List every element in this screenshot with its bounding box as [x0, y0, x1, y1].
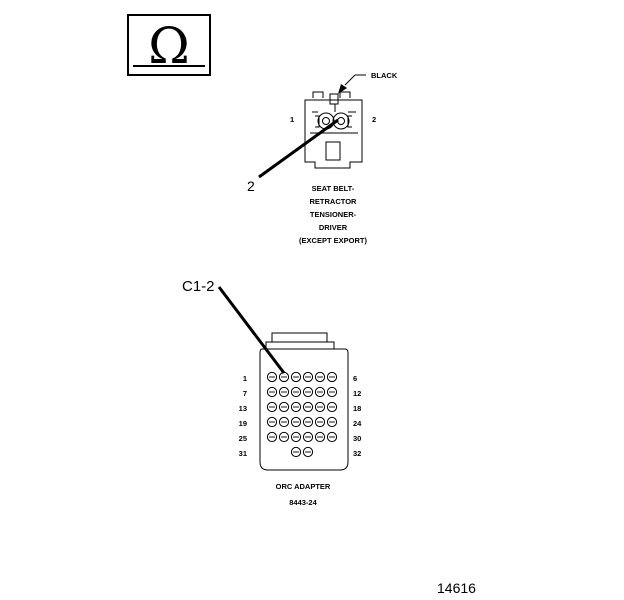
- row-label-left: 19: [239, 419, 247, 428]
- adapter-pin: [326, 386, 338, 398]
- adapter-pin: [290, 416, 302, 428]
- adapter-pin: [290, 386, 302, 398]
- adapter-pin: [290, 401, 302, 413]
- figure-number: 14616: [437, 580, 476, 596]
- row-label-right: 6: [353, 374, 357, 383]
- adapter-pin: [290, 431, 302, 443]
- tensioner-caption-line-3: TENSIONER-: [310, 210, 357, 219]
- adapter-pin: [290, 446, 302, 458]
- adapter-pin: [326, 431, 338, 443]
- tensioner-pin-right-label: 2: [372, 115, 376, 124]
- tensioner-caption-line-5: (EXCEPT EXPORT): [299, 236, 367, 245]
- orc-adapter-pin-grid: [266, 371, 338, 458]
- row-label-left: 25: [239, 434, 247, 443]
- adapter-row-labels-left: 1 7 13 19 25 31: [239, 374, 247, 458]
- row-label-left: 7: [243, 389, 247, 398]
- row-label-right: 32: [353, 449, 361, 458]
- row-label-left: 13: [239, 404, 247, 413]
- adapter-pin: [326, 401, 338, 413]
- row-label-right: 30: [353, 434, 361, 443]
- adapter-pin: [278, 416, 290, 428]
- tensioner-probe-line: [258, 118, 339, 179]
- row-label-left: 31: [239, 449, 247, 458]
- row-label-right: 12: [353, 389, 361, 398]
- adapter-probe-label: C1-2: [182, 278, 215, 295]
- adapter-caption-line-2: 8443-24: [289, 498, 317, 507]
- adapter-row-labels-right: 6 12 18 24 30 32: [353, 374, 362, 458]
- tensioner-pin-left-label: 1: [290, 115, 294, 124]
- adapter-pin: [314, 416, 326, 428]
- adapter-pin: [314, 371, 326, 383]
- adapter-pin: [302, 446, 314, 458]
- adapter-pin: [266, 371, 278, 383]
- adapter-pin: [302, 386, 314, 398]
- tensioner-caption-line-2: RETRACTOR: [310, 197, 358, 206]
- orc-adapter-connector: [259, 332, 349, 471]
- adapter-pin: [266, 386, 278, 398]
- adapter-pin: [326, 416, 338, 428]
- tensioner-caption-line-4: DRIVER: [319, 223, 348, 232]
- adapter-pin: [302, 401, 314, 413]
- adapter-pin: [314, 431, 326, 443]
- adapter-caption: ORC ADAPTER 8443-24: [276, 482, 331, 507]
- adapter-pin: [266, 416, 278, 428]
- color-leader: [338, 74, 366, 94]
- adapter-caption-line-1: ORC ADAPTER: [276, 482, 331, 491]
- tensioner-caption-line-1: SEAT BELT-: [312, 184, 355, 193]
- adapter-pin: [278, 431, 290, 443]
- ohmmeter-symbol: Ω: [127, 14, 211, 76]
- adapter-pin: [326, 371, 338, 383]
- adapter-pin: [314, 401, 326, 413]
- adapter-pin: [278, 386, 290, 398]
- row-label-right: 18: [353, 404, 361, 413]
- adapter-pin: [302, 371, 314, 383]
- adapter-pin: [266, 401, 278, 413]
- adapter-pin: [290, 371, 302, 383]
- adapter-pin: [278, 401, 290, 413]
- adapter-pin: [302, 416, 314, 428]
- tensioner-connector: [304, 91, 363, 169]
- tensioner-caption: SEAT BELT- RETRACTOR TENSIONER- DRIVER (…: [299, 184, 367, 245]
- adapter-pin: [266, 431, 278, 443]
- row-label-left: 1: [243, 374, 247, 383]
- adapter-pin: [314, 386, 326, 398]
- adapter-pin: [302, 431, 314, 443]
- row-label-right: 24: [353, 419, 362, 428]
- tensioner-probe-label: 2: [247, 178, 255, 194]
- color-label: BLACK: [371, 71, 398, 80]
- adapter-probe-line: [217, 286, 286, 374]
